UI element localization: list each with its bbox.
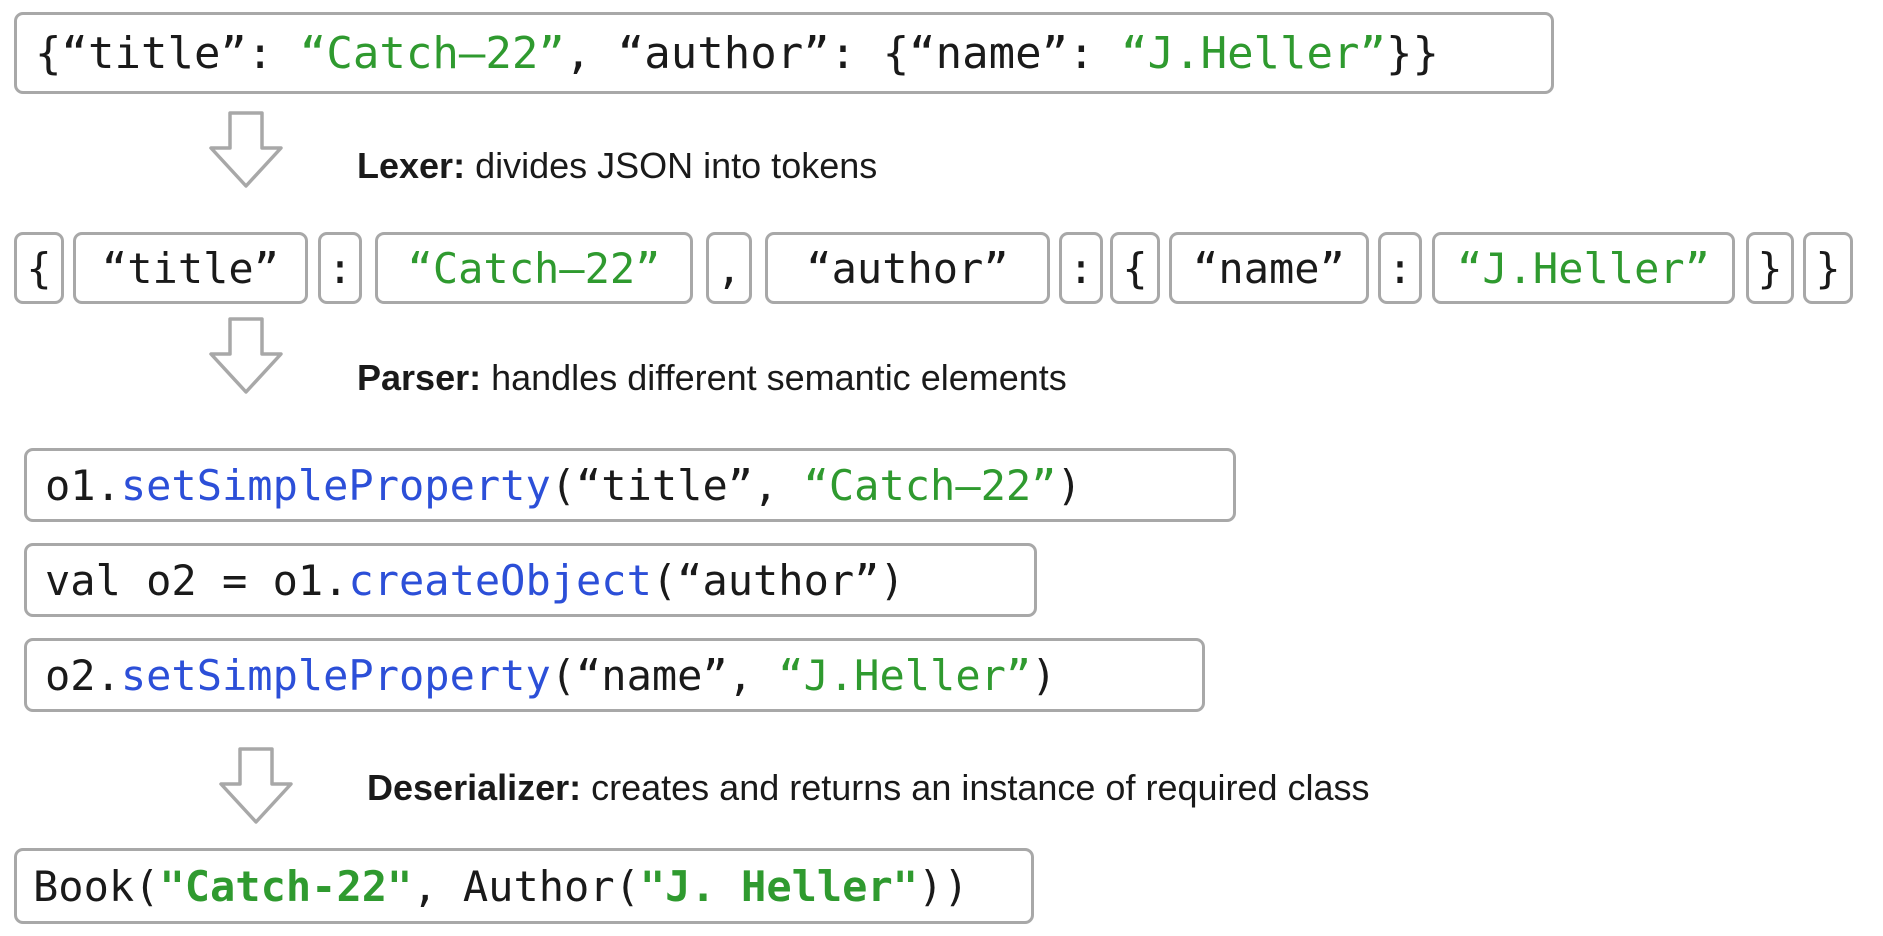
call-object: o2. <box>45 650 121 700</box>
deserializer-result-box: Book("Catch-22", Author("J. Heller")) <box>14 848 1034 924</box>
call-function: setSimpleProperty <box>120 460 551 510</box>
json-punct: }} <box>1386 27 1439 79</box>
parser-call-create-object: val o2 = o1.createObject(“author”) <box>24 543 1037 617</box>
call-function: setSimpleProperty <box>120 650 551 700</box>
token-brace-close: } <box>1803 232 1853 304</box>
json-string-name: “J.Heller” <box>1121 27 1387 79</box>
token-string-catch22: “Catch‒22” <box>375 232 693 304</box>
parser-call-set-name: o2.setSimpleProperty(“name”, “J.Heller”) <box>24 638 1205 712</box>
json-source-box: {“title”: “Catch‒22”, “author”: {“name”:… <box>14 12 1554 94</box>
deserializer-caption: Deserializer: creates and returns an ins… <box>367 767 1370 809</box>
call-args: (“title”, <box>550 460 804 510</box>
token-colon: : <box>318 232 362 304</box>
json-string-title: “Catch‒22” <box>299 27 565 79</box>
call-close: ) <box>1031 650 1057 700</box>
call-args: (“name”, <box>550 650 779 700</box>
parser-caption: Parser: handles different semantic eleme… <box>357 357 1067 399</box>
call-args: (“author”) <box>651 555 905 605</box>
token-comma: , <box>706 232 752 304</box>
result-close: )) <box>918 861 969 911</box>
call-object: o1. <box>45 460 121 510</box>
parser-call-set-title: o1.setSimpleProperty(“title”, “Catch‒22”… <box>24 448 1236 522</box>
token-colon: : <box>1059 232 1103 304</box>
call-function: createObject <box>348 555 652 605</box>
call-string: “J.Heller” <box>778 650 1032 700</box>
lexer-description: divides JSON into tokens <box>465 145 878 186</box>
json-punct: {“title”: <box>35 27 300 79</box>
token-key-name: “name” <box>1169 232 1369 304</box>
token-brace-open: { <box>14 232 64 304</box>
lexer-label: Lexer: <box>357 145 466 186</box>
down-arrow-icon <box>219 747 293 824</box>
lexer-caption: Lexer: divides JSON into tokens <box>357 145 877 187</box>
call-close: ) <box>1056 460 1082 510</box>
token-string-jheller: “J.Heller” <box>1432 232 1735 304</box>
call-prefix: val o2 = o1. <box>45 555 349 605</box>
parser-description: handles different semantic elements <box>481 357 1067 398</box>
deserializer-label: Deserializer: <box>367 767 582 808</box>
parser-label: Parser: <box>357 357 482 398</box>
deserializer-description: creates and returns an instance of requi… <box>581 767 1370 808</box>
result-constructor: , Author( <box>412 861 640 911</box>
token-colon: : <box>1378 232 1422 304</box>
token-key-author: “author” <box>765 232 1050 304</box>
token-brace-close: } <box>1746 232 1794 304</box>
json-punct: , “author”: {“name”: <box>564 27 1122 79</box>
down-arrow-icon <box>209 317 283 394</box>
call-string: “Catch‒22” <box>803 460 1057 510</box>
result-string-title: "Catch-22" <box>159 861 413 911</box>
token-key-title: “title” <box>73 232 308 304</box>
result-constructor: Book( <box>33 861 160 911</box>
down-arrow-icon <box>209 111 283 188</box>
result-string-author: "J. Heller" <box>639 861 919 911</box>
token-brace-open: { <box>1110 232 1160 304</box>
